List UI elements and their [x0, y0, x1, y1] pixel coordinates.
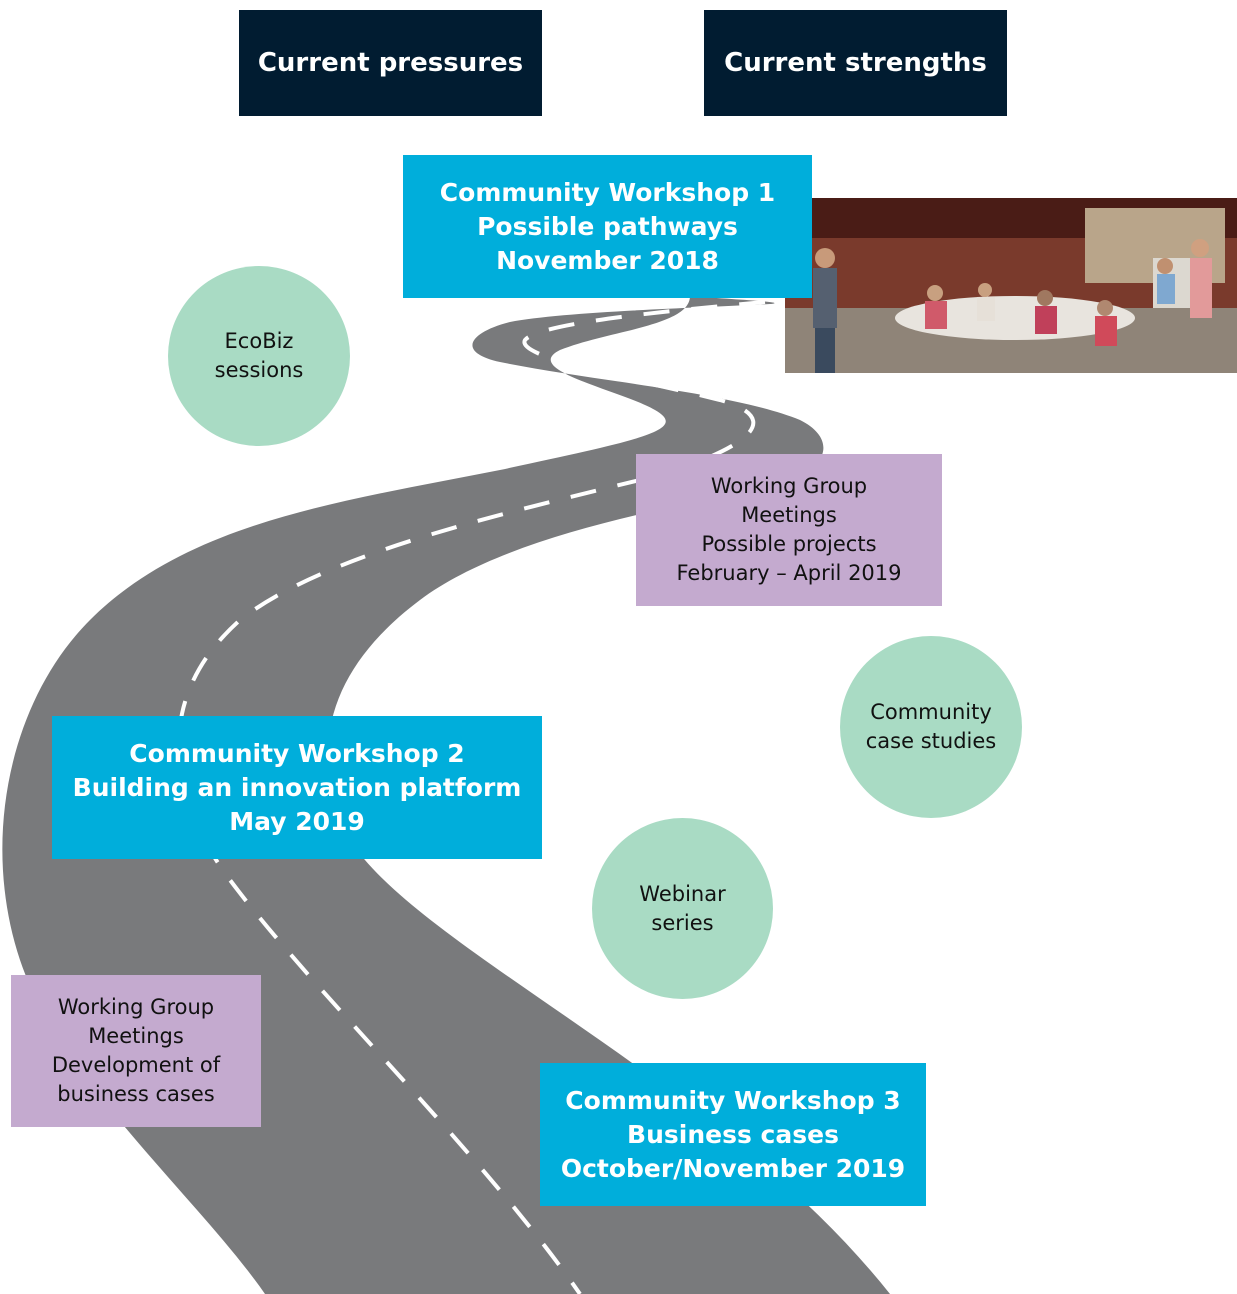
working-group-2-line-1: Working Group [57, 995, 215, 1019]
workshop-1-subtitle: Possible pathways [477, 211, 738, 241]
working-group-1-line-4: February – April 2019 [676, 561, 902, 585]
workshop-2-title: Community Workshop 2 [129, 738, 465, 768]
case-studies-line-1: Community [870, 700, 992, 724]
working-group-2-line-3: Development of [51, 1053, 221, 1077]
current-pressures-label: Current pressures [257, 48, 524, 78]
working-group-meetings-2: Working Group Meetings Development of bu… [11, 975, 261, 1127]
workshop-photo-illustration [785, 198, 1237, 373]
working-group-1-line-2: Meetings [741, 503, 837, 527]
current-strengths-label: Current strengths [724, 48, 987, 78]
webinar-line-1: Webinar [639, 881, 726, 906]
road-centerline [176, 300, 766, 1294]
community-case-studies-circle: Community case studies [840, 636, 1022, 818]
current-strengths-header: Current strengths [704, 10, 1007, 116]
workshop-2-subtitle: Building an innovation platform [72, 772, 522, 802]
workshop-3-subtitle: Business cases [627, 1119, 839, 1149]
workshop-1-date: November 2018 [496, 245, 719, 275]
workshop-3-title: Community Workshop 3 [565, 1085, 901, 1115]
community-workshop-2: Community Workshop 2 Building an innovat… [52, 716, 542, 859]
community-workshop-3: Community Workshop 3 Business cases Octo… [540, 1063, 926, 1206]
working-group-meetings-1: Working Group Meetings Possible projects… [636, 454, 942, 606]
webinar-line-2: series [651, 910, 714, 935]
ecobiz-line-2: sessions [214, 358, 304, 382]
ecobiz-line-1: EcoBiz [224, 329, 294, 353]
ecobiz-sessions-circle: EcoBiz sessions [168, 266, 350, 446]
case-studies-line-2: case studies [865, 729, 997, 753]
current-pressures-header: Current pressures [239, 10, 542, 116]
workshop-1-title: Community Workshop 1 [439, 177, 776, 207]
webinar-series-circle: Webinar series [592, 818, 773, 999]
working-group-1-line-3: Possible projects [701, 532, 877, 556]
workshop-2-date: May 2019 [229, 806, 365, 836]
workshop-3-date: October/November 2019 [560, 1153, 906, 1183]
community-workshop-1: Community Workshop 1 Possible pathways N… [403, 155, 812, 298]
working-group-1-line-1: Working Group [710, 474, 868, 498]
working-group-2-line-2: Meetings [88, 1024, 184, 1048]
workshop-photo [785, 198, 1237, 373]
working-group-2-line-4: business cases [57, 1082, 215, 1106]
